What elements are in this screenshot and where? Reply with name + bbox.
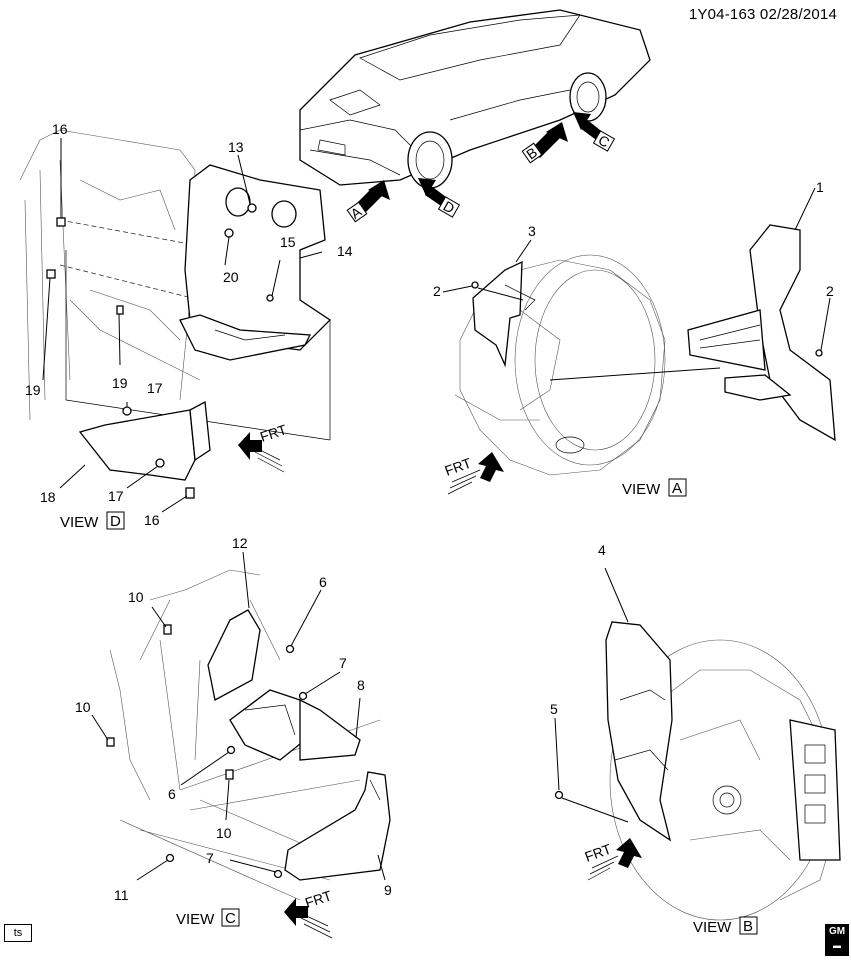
callout-11: 11 (114, 887, 129, 903)
view-arrow-a: A (346, 180, 390, 223)
callout-3: 3 (528, 223, 536, 239)
view-a-letter: A (672, 480, 682, 497)
view-b-letter: B (743, 918, 753, 935)
callout-7-upper: 7 (339, 655, 347, 671)
view-a-drawing (442, 187, 836, 476)
callout-1: 1 (816, 179, 824, 195)
drawing-date: 02/28/2014 (759, 6, 837, 23)
callout-2-left: 2 (433, 283, 441, 299)
callout-19-right: 19 (112, 375, 128, 391)
car-illustration (299, 9, 651, 189)
drawing-number: 1Y04-163 (688, 6, 756, 23)
callout-12: 12 (232, 535, 248, 551)
view-label-c: VIEW C (176, 908, 240, 928)
callout-20: 20 (223, 269, 239, 285)
frt-arrow-view-d: FRT (238, 421, 289, 473)
view-label-a: VIEW A (622, 478, 687, 498)
callout-16-bottom: 16 (144, 512, 160, 528)
callout-16-top: 16 (52, 121, 68, 137)
callout-10-bottom: 10 (216, 825, 232, 841)
frt-label-c: FRT (303, 887, 334, 911)
view-b-word: VIEW (693, 919, 732, 936)
callout-14: 14 (337, 243, 353, 259)
callout-5: 5 (550, 701, 558, 717)
view-c-word: VIEW (176, 911, 215, 928)
callout-13: 13 (228, 139, 244, 155)
view-arrow-d: D (418, 178, 461, 218)
view-b-drawing (554, 567, 841, 921)
view-d-word: VIEW (60, 514, 99, 531)
callout-labels: 1 2 2 3 4 5 6 6 7 7 8 9 10 10 10 11 12 1… (25, 121, 834, 903)
gm-logo-icon: GM ▬ (825, 924, 849, 956)
frt-label-d: FRT (258, 421, 289, 445)
callout-8: 8 (357, 677, 365, 693)
callout-10-top: 10 (128, 589, 144, 605)
callout-6-lower: 6 (168, 786, 176, 802)
callout-6-upper: 6 (319, 574, 327, 590)
callout-7-lower: 7 (206, 850, 214, 866)
frt-arrow-view-a: FRT (443, 452, 504, 495)
view-c-letter: C (225, 910, 236, 927)
callout-17-lower: 17 (108, 488, 124, 504)
view-a-word: VIEW (622, 481, 661, 498)
callout-9: 9 (384, 882, 392, 898)
frt-arrow-view-c: FRT (284, 887, 334, 939)
callout-4: 4 (598, 542, 606, 558)
frt-label-b: FRT (583, 840, 614, 864)
callout-18: 18 (40, 489, 56, 505)
frt-label-a: FRT (443, 454, 474, 478)
view-d-letter: D (110, 513, 121, 530)
view-arrow-c: C (573, 112, 616, 152)
callout-19-left: 19 (25, 382, 41, 398)
callout-15: 15 (280, 234, 296, 250)
callout-17-upper: 17 (147, 380, 163, 396)
view-c-drawing (91, 551, 391, 901)
ts-badge: ts (4, 924, 32, 942)
callout-2-right: 2 (826, 283, 834, 299)
view-arrow-b: B (521, 122, 568, 164)
callout-10-left: 10 (75, 699, 91, 715)
view-label-d: VIEW D (60, 511, 125, 531)
view-label-b: VIEW B (693, 916, 758, 936)
frt-arrow-view-b: FRT (583, 838, 642, 881)
gm-logo-text: GM (828, 926, 846, 937)
drawing-code: 1Y04-163 02/28/2014 (689, 6, 837, 23)
view-d-drawing (19, 129, 332, 513)
